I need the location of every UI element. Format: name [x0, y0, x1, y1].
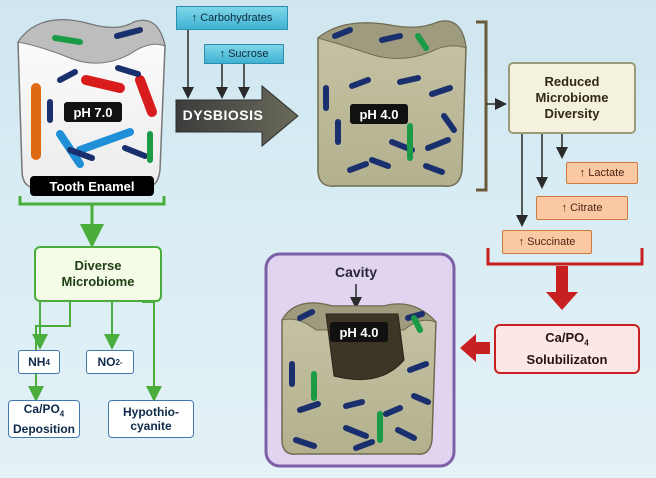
capo4-deposition-word: Deposition	[13, 421, 75, 436]
ammonium-subscript: 4	[45, 357, 50, 367]
healthy-ph-label: pH 7.0	[64, 102, 122, 122]
reduced-diversity-line2: Microbiome	[535, 90, 609, 105]
cavity-title: Cavity	[334, 264, 378, 280]
solubilization-box: Ca/PO4 Solubilizaton	[494, 324, 640, 374]
nitrite-superscript: -	[119, 357, 123, 367]
dysbiotic-tooth	[316, 20, 467, 187]
reduced-diversity-line1: Reduced	[544, 74, 600, 89]
capo4-deposition-formula: Ca/PO4	[23, 402, 65, 419]
dysbiosis-label: DYSBIOSIS	[182, 107, 264, 123]
reduced-diversity-box: Reduced Microbiome Diversity	[508, 62, 636, 134]
carbohydrates-tag: ↑ Carbohydrates	[176, 6, 288, 30]
reduced-diversity-line3: Diversity	[544, 106, 600, 121]
ammonium-text: NH	[28, 355, 46, 369]
diverse-line1: Diverse	[74, 258, 122, 273]
tooth-enamel-label: Tooth Enamel	[30, 176, 154, 196]
diverse-microbiome-box: Diverse Microbiome	[34, 246, 162, 302]
nitrite-text: NO	[97, 355, 116, 369]
sucrose-tag: ↑ Sucrose	[204, 44, 284, 64]
nitrite-subscript: 2	[115, 357, 120, 367]
capo4-deposition-box: Ca/PO4 Deposition	[8, 400, 80, 438]
hypothiocyanite-line2: cyanite	[130, 419, 172, 433]
hypothiocyanite-line1: Hypothio-	[123, 405, 179, 419]
diverse-line2: Microbiome	[61, 274, 135, 289]
succinate-box: ↑ Succinate	[502, 230, 592, 254]
solubilization-word: Solubilizaton	[526, 351, 608, 367]
cavity-ph-label: pH 4.0	[330, 322, 388, 342]
dysbiotic-ph-label: pH 4.0	[350, 104, 408, 124]
lactate-box: ↑ Lactate	[566, 162, 638, 184]
hypothiocyanite-box: Hypothio- cyanite	[108, 400, 194, 438]
citrate-box: ↑ Citrate	[536, 196, 628, 220]
solubilization-formula: Ca/PO4	[545, 330, 589, 348]
